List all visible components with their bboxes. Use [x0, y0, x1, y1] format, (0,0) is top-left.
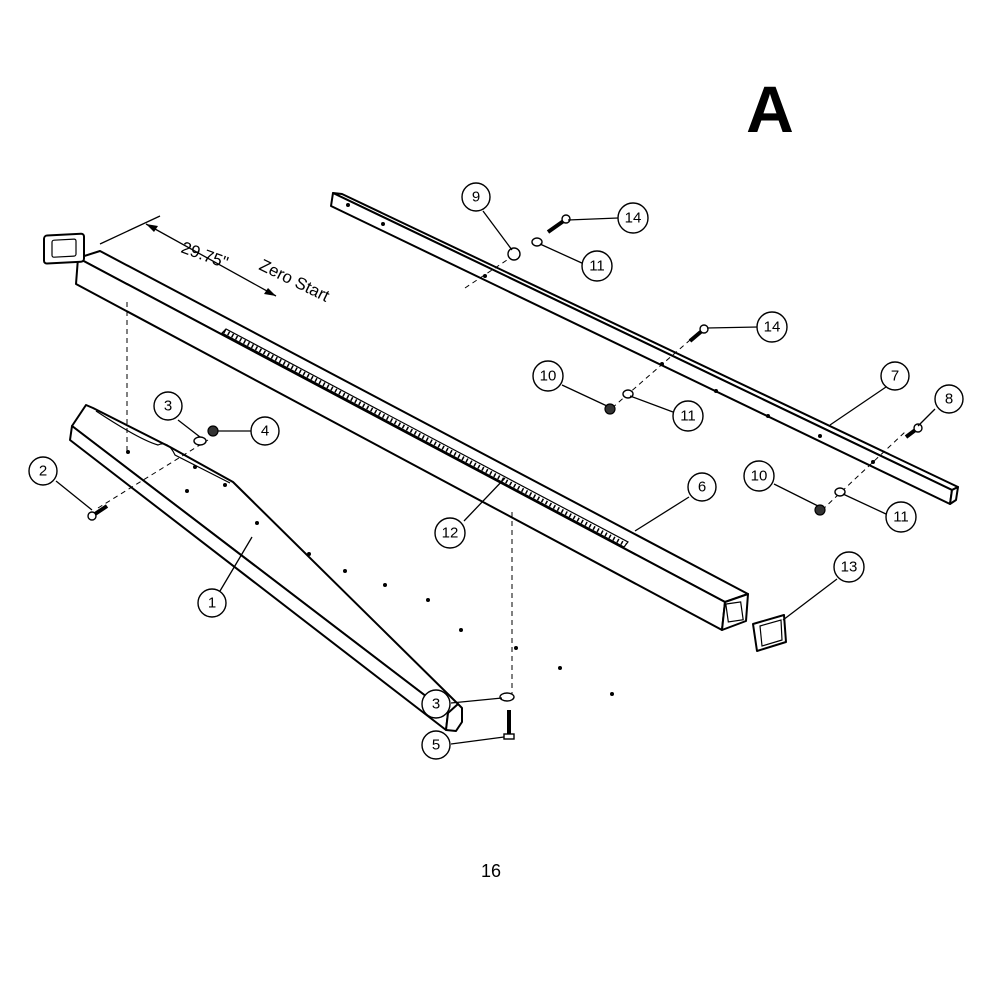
- zero-start-label: Zero Start: [256, 256, 333, 306]
- callout-11-bottom: 11: [885, 501, 917, 533]
- svg-text:13: 13: [841, 559, 858, 576]
- section-letter: A: [746, 72, 794, 146]
- callout-14-top: 14: [617, 202, 649, 234]
- svg-text:10: 10: [540, 368, 557, 385]
- svg-text:14: 14: [625, 210, 642, 227]
- end-cap-right: [752, 614, 787, 652]
- dimension-line: [99, 215, 277, 297]
- nut-icon: [207, 247, 826, 516]
- svg-text:14: 14: [764, 319, 781, 336]
- callout-8: 8: [934, 384, 964, 414]
- callout-5: 5: [421, 730, 451, 760]
- svg-text:11: 11: [680, 408, 696, 425]
- callout-11-top: 11: [581, 250, 613, 282]
- callout-4: 4: [250, 416, 280, 446]
- callout-3-lower: 3: [421, 689, 451, 719]
- callout-6: 6: [687, 472, 717, 502]
- lower-angle-rail: [69, 404, 614, 732]
- assembly-lines: [97, 257, 906, 694]
- svg-text:2: 2: [39, 463, 47, 480]
- svg-text:1: 1: [208, 595, 216, 612]
- svg-text:11: 11: [893, 509, 909, 526]
- svg-text:7: 7: [891, 368, 899, 385]
- svg-text:12: 12: [442, 525, 459, 542]
- svg-text:3: 3: [164, 398, 172, 415]
- svg-text:4: 4: [261, 423, 269, 440]
- dimension-value: 29.75": [179, 238, 231, 272]
- callout-2: 2: [28, 456, 58, 486]
- main-square-tube: [75, 250, 749, 631]
- page-number: 16: [481, 861, 501, 881]
- callout-14-middle: 14: [756, 311, 788, 343]
- callout-7: 7: [880, 361, 910, 391]
- callout-11-middle: 11: [672, 400, 704, 432]
- svg-text:3: 3: [432, 696, 440, 713]
- callout-9: 9: [461, 182, 491, 212]
- end-cap-left: [43, 232, 85, 265]
- rail-holes-lower: [126, 450, 614, 696]
- callout-12: 12: [434, 517, 466, 549]
- svg-text:6: 6: [698, 479, 706, 496]
- rail-holes-upper: [346, 203, 875, 464]
- svg-text:9: 9: [472, 189, 480, 206]
- callout-13: 13: [833, 551, 865, 583]
- callout-10-right: 10: [743, 460, 775, 492]
- upper-angle-rail: [330, 192, 959, 505]
- washer-icon: [193, 237, 846, 702]
- svg-text:11: 11: [589, 258, 605, 275]
- callout-leaders: [55, 210, 936, 745]
- svg-text:5: 5: [432, 737, 440, 754]
- scale-strip: [221, 328, 629, 548]
- callout-3-upper: 3: [153, 391, 183, 421]
- svg-text:8: 8: [945, 391, 953, 408]
- hardware: [87, 214, 923, 740]
- callout-1: 1: [197, 588, 227, 618]
- svg-text:10: 10: [751, 468, 768, 485]
- callout-10-left: 10: [532, 360, 564, 392]
- bolt-icon: [87, 214, 923, 740]
